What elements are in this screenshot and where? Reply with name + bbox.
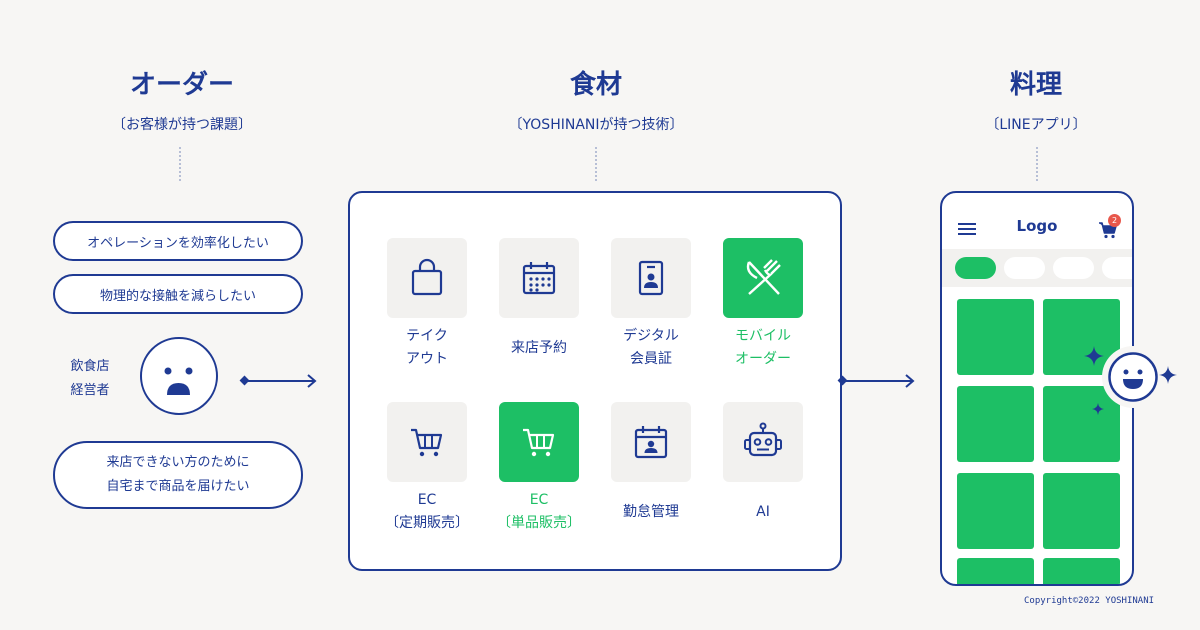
feature-label-takeout: テイク アウト (372, 325, 482, 371)
problem-efficiency-text: オペレーションを効率化したい (87, 235, 269, 251)
cart-icon (523, 428, 555, 457)
dish-dotted-connector (1036, 147, 1038, 181)
feature-label-takeout-line-1: テイク (406, 328, 448, 344)
product-card[interactable] (1043, 386, 1120, 462)
sparkle-icon (1092, 403, 1104, 415)
cart-count-badge: 2 (1108, 214, 1121, 227)
problem-contact: 物理的な接触を減らしたい (53, 274, 303, 314)
arrow-to-app-icon (837, 374, 915, 388)
feature-label-reservation: 来店予約 (484, 337, 594, 360)
owner-label-line-1: 飲食店 (70, 359, 110, 374)
ingredients-dotted-connector (595, 147, 597, 181)
feature-tile-digital-membership[interactable] (611, 238, 691, 318)
category-chip-active[interactable] (955, 257, 996, 279)
feature-label-attendance: 勤怠管理 (596, 501, 706, 524)
dish-title: 料理 (1009, 70, 1062, 100)
feature-tile-reservation[interactable] (499, 238, 579, 318)
feature-tile-ec-single[interactable] (499, 402, 579, 482)
owner-label-line-2: 経営者 (70, 383, 110, 398)
line-app-phone-mock: Logo 2 (940, 191, 1134, 586)
feature-label-mobile-order-line-2: オーダー (735, 351, 791, 367)
category-chip[interactable] (1053, 257, 1094, 279)
feature-tile-ec-subscription[interactable] (387, 402, 467, 482)
category-chip[interactable] (1004, 257, 1045, 279)
feature-label-digital-membership: デジタル 会員証 (596, 325, 706, 371)
order-dotted-connector (179, 147, 181, 181)
feature-label-membership-line-1: デジタル (623, 328, 679, 344)
product-card[interactable] (957, 473, 1034, 549)
feature-label-mobile-order: モバイル オーダー (708, 325, 818, 371)
feature-label-ec-single-line-2: 〔単品販売〕 (497, 515, 581, 531)
owner-label: 飲食店 経営者 (60, 355, 120, 403)
problem-contact-text: 物理的な接触を減らしたい (99, 288, 256, 304)
problem-delivery-line-1: 来店できない方のために (106, 455, 250, 470)
product-card[interactable] (957, 558, 1034, 584)
product-card[interactable] (1043, 473, 1120, 549)
feature-tile-attendance[interactable] (611, 402, 691, 482)
feature-label-reservation-line-1: 来店予約 (511, 340, 567, 356)
feature-label-ec-subscription-line-2: 〔定期販売〕 (385, 515, 469, 531)
feature-label-attendance-line-1: 勤怠管理 (623, 504, 679, 520)
ingredients-subtitle: 〔YOSHINANIが持つ技術〕 (508, 117, 684, 133)
sparkle-icon (1084, 346, 1104, 366)
product-card[interactable] (957, 299, 1034, 375)
fork-knife-icon (746, 259, 781, 295)
sad-face-icon (140, 337, 218, 415)
hamburger-menu-icon[interactable] (957, 221, 977, 237)
feature-label-ec-subscription-line-1: EC (417, 492, 437, 508)
feature-label-ai-line-1: AI (756, 504, 770, 520)
problem-delivery-line-2: 自宅まで商品を届けたい (106, 479, 250, 494)
member-card-icon (638, 260, 664, 296)
feature-tile-ai[interactable] (723, 402, 803, 482)
problem-efficiency: オペレーションを効率化したい (53, 221, 303, 261)
robot-icon (744, 422, 782, 457)
feature-label-ai: AI (708, 501, 818, 524)
feature-tile-mobile-order[interactable] (723, 238, 803, 318)
app-logo: Logo (1016, 217, 1058, 235)
problem-delivery: 来店できない方のために 自宅まで商品を届けたい (53, 441, 303, 509)
feature-label-ec-subscription: EC 〔定期販売〕 (372, 489, 482, 535)
happy-face-icon (1108, 352, 1158, 402)
copyright-text: Copyright©2022 YOSHINANI (1024, 596, 1155, 606)
ingredients-title: 食材 (569, 70, 622, 100)
order-title: オーダー (129, 70, 234, 100)
product-card[interactable] (1043, 558, 1120, 584)
feature-tile-takeout[interactable] (387, 238, 467, 318)
cart-icon (411, 428, 443, 457)
product-card[interactable] (957, 386, 1034, 462)
feature-label-takeout-line-2: アウト (406, 351, 448, 367)
calendar-icon (522, 262, 556, 295)
feature-label-membership-line-2: 会員証 (630, 351, 672, 367)
bag-icon (411, 258, 443, 296)
sparkle-icon (1159, 366, 1177, 384)
feature-label-ec-single-line-1: EC (529, 492, 549, 508)
order-subtitle: 〔お客様が持つ課題〕 (112, 117, 252, 133)
arrow-to-technology-icon (239, 374, 317, 388)
category-chip[interactable] (1102, 257, 1132, 279)
dish-subtitle: 〔LINEアプリ〕 (985, 117, 1087, 133)
feature-label-ec-single: EC 〔単品販売〕 (484, 489, 594, 535)
feature-label-mobile-order-line-1: モバイル (735, 328, 791, 344)
attendance-calendar-icon (634, 426, 668, 459)
